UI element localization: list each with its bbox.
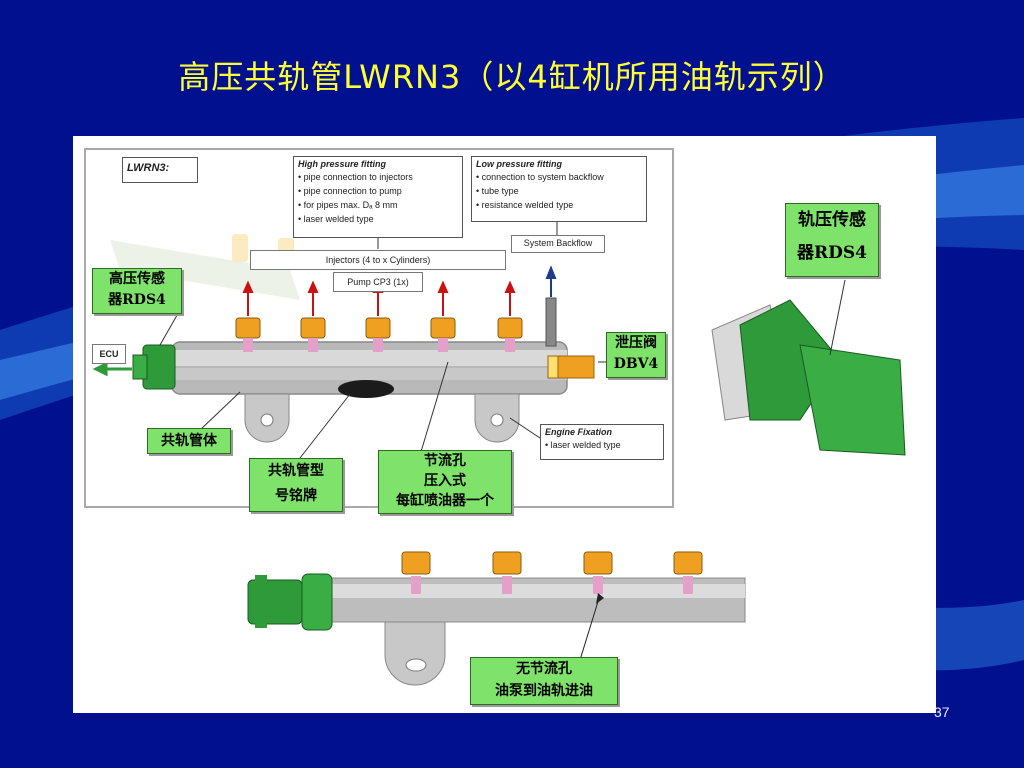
engine-fixation-header: Engine Fixation — [545, 427, 613, 437]
valve-tag: 泄压阀 DBV4 — [606, 332, 666, 378]
high-pressure-line: • for pipes max. Dₐ 8 mm — [298, 200, 398, 210]
page-number: 37 — [934, 704, 950, 720]
tag-line: 器RDS4 — [108, 292, 166, 308]
injectors-box: Injectors (4 to x Cylinders) — [250, 250, 506, 270]
tag-line: 每缸喷油器一个 — [396, 493, 494, 509]
tag-line: 压入式 — [424, 473, 466, 489]
low-pressure-line: • connection to system backflow — [476, 172, 604, 182]
model-label: LWRN3: — [127, 162, 170, 174]
tag-line: 无节流孔 — [516, 661, 572, 677]
sensor-right-tag: 轨压传感 器RDS4 — [785, 203, 879, 277]
low-pressure-box: Low pressure fitting • connection to sys… — [471, 156, 647, 222]
tag-line: 号铭牌 — [275, 488, 317, 504]
nameplate-tag: 共轨管型 号铭牌 — [249, 458, 343, 512]
rail-body-tag: 共轨管体 — [147, 428, 231, 454]
system-backflow-box: System Backflow — [511, 235, 605, 253]
injector-fittings — [235, 317, 523, 352]
tag-line: DBV4 — [613, 356, 659, 372]
model-box: LWRN3: — [122, 157, 198, 183]
slide-title: 高压共轨管LWRN3（以4缸机所用油轨示列） — [178, 58, 846, 96]
high-pressure-line: • pipe connection to pump — [298, 186, 402, 196]
tag-line: 节流孔 — [424, 453, 466, 469]
injector-arrows — [242, 280, 516, 316]
tag-line: 油泵到油轨进油 — [495, 683, 593, 699]
ecu-box: ECU — [92, 344, 126, 364]
tag-line: 共轨管型 — [268, 463, 324, 479]
pressure-sensor-left — [142, 344, 176, 390]
high-pressure-line: • pipe connection to injectors — [298, 172, 413, 182]
high-pressure-header: High pressure fitting — [298, 159, 387, 169]
tag-line: 高压传感 — [109, 271, 165, 287]
engine-fixation-box: Engine Fixation • laser welded type — [540, 424, 664, 460]
no-throttle-tag: 无节流孔 油泵到油轨进油 — [470, 657, 618, 705]
pump-box: Pump CP3 (1x) — [333, 272, 423, 292]
high-pressure-box: High pressure fitting • pipe connection … — [293, 156, 463, 238]
high-pressure-line: • laser welded type — [298, 214, 374, 224]
engine-fixation-line: • laser welded type — [545, 440, 621, 450]
nameplate-mark — [338, 380, 394, 398]
bottom-rail — [240, 545, 746, 686]
low-pressure-line: • tube type — [476, 186, 519, 196]
tag-line: 器RDS4 — [797, 243, 867, 263]
tag-line: 轨压传感 — [798, 210, 866, 230]
low-pressure-header: Low pressure fitting — [476, 159, 563, 169]
tag-line: 泄压阀 — [615, 335, 657, 351]
throttle-tag: 节流孔 压入式 每缸喷油器一个 — [378, 450, 512, 514]
low-pressure-line: • resistance welded type — [476, 200, 574, 210]
sensor-left-tag: 高压传感 器RDS4 — [92, 268, 182, 314]
rail-pressure-sensor-right — [711, 279, 906, 456]
